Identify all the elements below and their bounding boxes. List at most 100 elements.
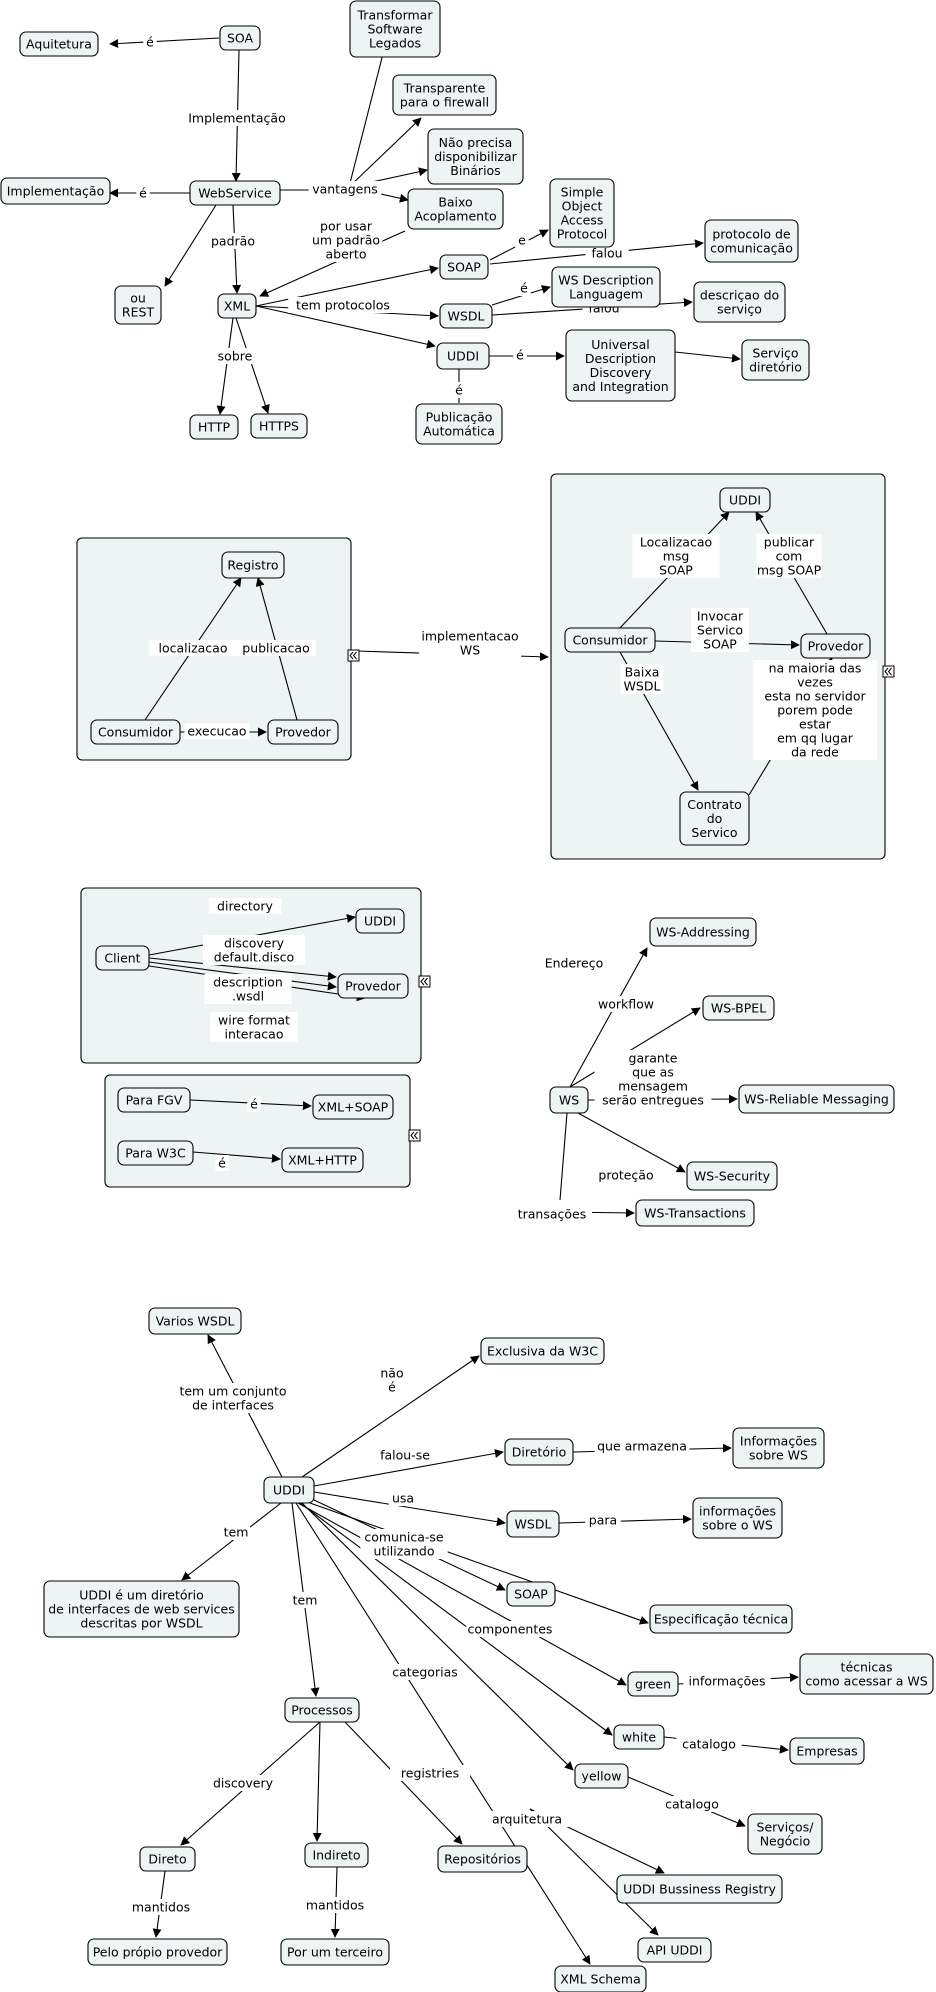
node-label: Por um terceiro — [287, 1945, 383, 1960]
connector-line — [301, 1355, 480, 1478]
node-uddi1[interactable]: UDDI — [436, 342, 490, 370]
link-label-w3c-e: é — [218, 1156, 226, 1171]
collapse-icon[interactable] — [418, 975, 431, 988]
node-client[interactable]: Client — [95, 945, 150, 971]
node-varios-wsdl[interactable]: Varios WSDL — [148, 1307, 242, 1335]
node-green[interactable]: green — [627, 1671, 679, 1697]
node-api-uddi[interactable]: API UDDI — [637, 1937, 712, 1963]
node-box — [574, 1763, 629, 1789]
link-label-bg — [659, 1796, 725, 1812]
node-label: WS-Addressing — [656, 925, 750, 940]
node-diretorio[interactable]: Diretório — [504, 1438, 574, 1466]
node-box — [284, 1697, 360, 1723]
node-proprio-provedor[interactable]: Pelo própio provedor — [87, 1938, 228, 1966]
node-xml-soap[interactable]: XML+SOAP — [312, 1094, 394, 1120]
node-box — [280, 1938, 390, 1966]
node-consumidor2[interactable]: Consumidor — [564, 627, 656, 653]
node-terceiro[interactable]: Por um terceiro — [280, 1938, 390, 1966]
node-yellow[interactable]: yellow — [574, 1763, 629, 1789]
node-soa[interactable]: SOA — [219, 25, 261, 51]
node-aquitetura[interactable]: Aquitetura — [19, 31, 99, 57]
node-exclusiva-w3c[interactable]: Exclusiva da W3C — [480, 1337, 605, 1365]
link-label-tem-protocolos: tem protocolos — [296, 298, 390, 313]
node-implementacao[interactable]: Implementação — [0, 177, 111, 205]
node-webservice[interactable]: WebService — [189, 180, 281, 206]
node-uddi2[interactable]: UDDI — [719, 487, 771, 513]
node-box — [148, 1307, 242, 1335]
node-ws-security[interactable]: WS-Security — [686, 1161, 778, 1191]
node-box — [19, 31, 99, 57]
node-https[interactable]: HTTPS — [250, 413, 308, 439]
node-para-w3c[interactable]: Para W3C — [117, 1140, 194, 1166]
collapse-icon[interactable] — [408, 1129, 421, 1142]
link-label-directory: directory — [217, 899, 274, 914]
node-provedor3[interactable]: Provedor — [337, 973, 409, 999]
node-box — [637, 1937, 712, 1963]
link-label-bg — [308, 181, 382, 197]
node-uddi3[interactable]: UDDI — [355, 908, 405, 934]
link-label-falou-se: falou-se — [380, 1448, 430, 1463]
connector-line — [297, 1502, 627, 1686]
node-provedor2[interactable]: Provedor — [800, 633, 871, 659]
node-ws[interactable]: WS — [549, 1086, 589, 1114]
collapse-icon[interactable] — [882, 665, 895, 678]
node-consumidor1[interactable]: Consumidor — [90, 719, 181, 745]
node-label: Provedor — [275, 725, 332, 740]
node-http[interactable]: HTTP — [189, 414, 239, 440]
link-label-soap-falou: falou — [591, 246, 622, 261]
node-especificacao[interactable]: Especificação técnica — [649, 1604, 793, 1634]
link-label-bg — [247, 1096, 261, 1112]
collapse-icon[interactable] — [347, 649, 360, 662]
node-ws-reliable[interactable]: WS-Reliable Messaging — [738, 1084, 895, 1114]
node-indireto[interactable]: Indireto — [304, 1842, 369, 1868]
node-ws-addressing[interactable]: WS-Addressing — [649, 917, 757, 947]
node-provedor1[interactable]: Provedor — [267, 719, 339, 745]
node-label: Especificação técnica — [654, 1612, 788, 1627]
connector-line — [164, 204, 217, 287]
link-label-uddi-e1: é — [516, 348, 524, 363]
node-para-fgv[interactable]: Para FGV — [117, 1087, 191, 1113]
node-processos[interactable]: Processos — [284, 1697, 360, 1723]
node-direto[interactable]: Direto — [139, 1846, 196, 1872]
node-servicos-negocio[interactable]: Serviços/Negócio — [747, 1813, 823, 1855]
node-xml[interactable]: XML — [217, 293, 257, 319]
node-ws-transactions[interactable]: WS-Transactions — [635, 1199, 755, 1227]
link-label-bg — [149, 640, 237, 656]
node-repositorios[interactable]: Repositórios — [437, 1845, 528, 1873]
node-uddi4[interactable]: UDDI — [263, 1476, 315, 1504]
node-uddi-business[interactable]: UDDI Bussiness Registry — [616, 1874, 783, 1904]
node-soap1[interactable]: SOAP — [439, 254, 489, 280]
node-white[interactable]: white — [613, 1724, 665, 1750]
node-empresas[interactable]: Empresas — [789, 1737, 865, 1765]
node-soap2[interactable]: SOAP — [506, 1581, 556, 1607]
node-ws-bpel[interactable]: WS-BPEL — [702, 995, 775, 1021]
node-xml-schema[interactable]: XML Schema — [554, 1965, 647, 1992]
node-wsdl2[interactable]: WSDL — [506, 1510, 560, 1538]
node-wsdl1[interactable]: WSDL — [439, 303, 493, 329]
node-xml-http[interactable]: XML+HTTP — [281, 1147, 364, 1173]
node-label: WS-BPEL — [711, 1001, 766, 1016]
node-registro[interactable]: Registro — [221, 551, 285, 579]
